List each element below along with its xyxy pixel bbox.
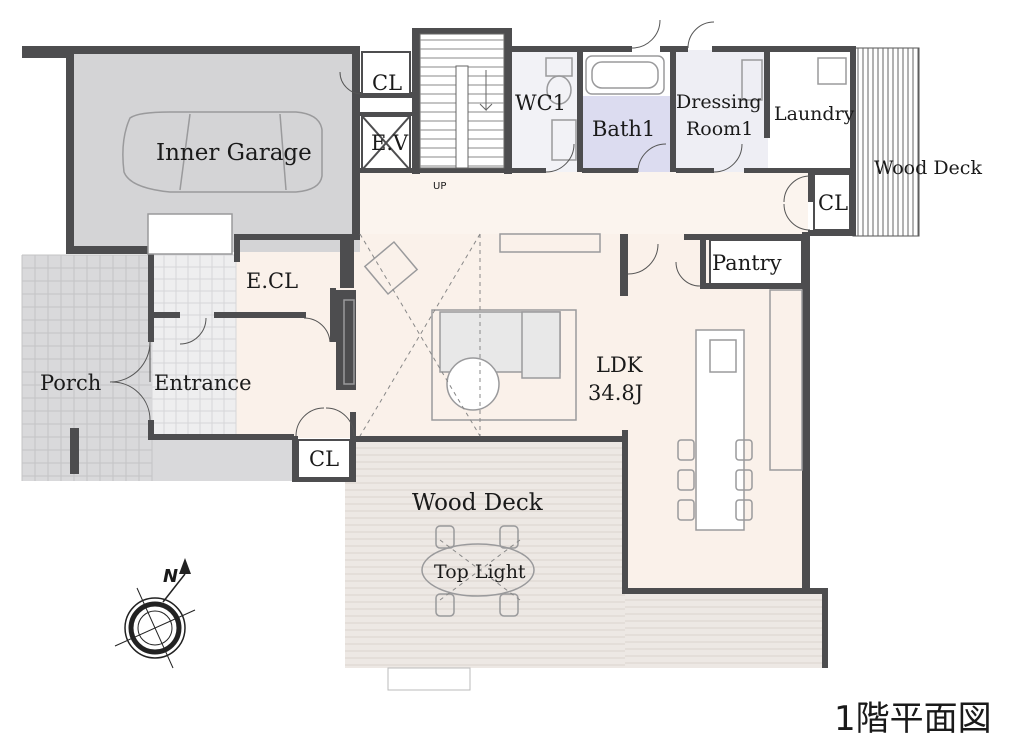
dining-chair <box>735 499 753 521</box>
staircase <box>419 33 505 169</box>
label-top-light: Top Light <box>434 561 526 583</box>
dressing-floor <box>676 50 768 172</box>
deck-south-east <box>625 594 825 668</box>
deck-planks <box>345 447 825 666</box>
dining-chair <box>677 499 695 521</box>
porch-tile-grid <box>21 254 153 481</box>
label-ldk-1: LDK <box>596 353 643 377</box>
label-bath: Bath1 <box>592 117 655 141</box>
deck-south <box>345 441 625 668</box>
room-labels: Inner Garage CL E.V UP WC1 Bath1 Dressin… <box>40 71 982 583</box>
dining-chair <box>677 469 695 491</box>
dining-chair <box>735 439 753 461</box>
label-cl-top: CL <box>372 71 402 95</box>
label-wood-deck-south: Wood Deck <box>412 490 544 516</box>
plan-title: 1階平面図 <box>834 699 992 739</box>
laundry-floor <box>770 50 852 172</box>
room-outlines <box>297 51 851 479</box>
hallway-floor <box>360 172 808 234</box>
label-porch: Porch <box>40 371 101 395</box>
car-icon <box>122 111 323 193</box>
label-up: UP <box>433 181 446 192</box>
label-cl-entrance: CL <box>309 447 339 471</box>
fixtures <box>122 55 847 617</box>
ceiling-lines <box>359 233 521 601</box>
entrance-floor <box>152 255 236 438</box>
porch-floor-lower <box>22 440 294 481</box>
dining-chair <box>735 469 753 491</box>
walls <box>22 28 856 668</box>
label-laundry: Laundry <box>774 103 855 125</box>
deck-step <box>387 667 471 691</box>
label-entrance: Entrance <box>154 371 252 395</box>
label-pantry: Pantry <box>712 251 782 275</box>
label-ev: E.V <box>371 131 409 155</box>
label-ecl: E.CL <box>246 269 298 293</box>
label-ldk-2: 34.8J <box>588 381 643 405</box>
compass-north-label: N <box>163 566 178 587</box>
bath-floor <box>583 96 673 172</box>
deck-east-planks <box>857 48 919 236</box>
compass-icon: N <box>114 558 196 669</box>
label-wood-deck-east: Wood Deck <box>874 157 982 179</box>
label-inner-garage: Inner Garage <box>156 140 312 166</box>
label-cl-hall: CL <box>818 191 848 215</box>
label-dressing-1: Dressing <box>676 91 762 113</box>
dining-chair <box>677 439 695 461</box>
label-dressing-2: Room1 <box>686 118 753 140</box>
doors <box>109 19 811 437</box>
label-wc: WC1 <box>515 91 566 115</box>
